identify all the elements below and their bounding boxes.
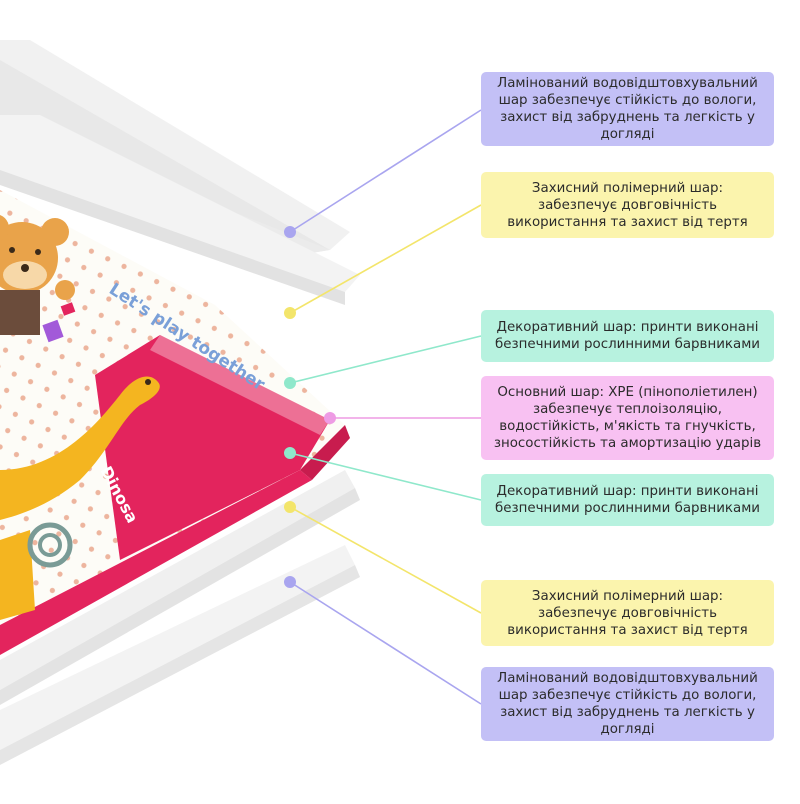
label-laminated-bottom: Ламінований водовідштовхувальний шар заб… <box>481 667 774 741</box>
dinosaur-figure <box>0 376 160 620</box>
bottom-polymer-sheet <box>0 470 360 705</box>
marker-dot <box>284 226 296 238</box>
bear-figure <box>0 214 75 335</box>
top-laminate-sheet <box>0 40 350 255</box>
marker-dot <box>284 377 296 389</box>
connectors <box>284 109 482 705</box>
bottom-laminate-sheet <box>0 545 360 765</box>
marker-dot <box>284 307 296 319</box>
top-polymer-sheet <box>0 115 360 305</box>
printed-mat: Let's play together Dinosa <box>0 190 350 655</box>
spiral-figure <box>27 522 73 568</box>
label-decor-top: Декоративний шар: принти виконані безпеч… <box>481 310 774 362</box>
label-laminated-top: Ламінований водовідштовхувальний шар заб… <box>481 72 774 146</box>
marker-dot <box>324 412 336 424</box>
marker-dot <box>284 576 296 588</box>
marker-dot <box>284 447 296 459</box>
label-polymer-bottom: Захисний полімерний шар: забезпечує довг… <box>481 580 774 646</box>
label-decor-bottom: Декоративний шар: принти виконані безпеч… <box>481 474 774 526</box>
label-polymer-top: Захисний полімерний шар: забезпечує довг… <box>481 172 774 238</box>
marker-dot <box>284 501 296 513</box>
label-core-xpe: Основний шар: XPE (пінополіетилен) забез… <box>481 376 774 460</box>
